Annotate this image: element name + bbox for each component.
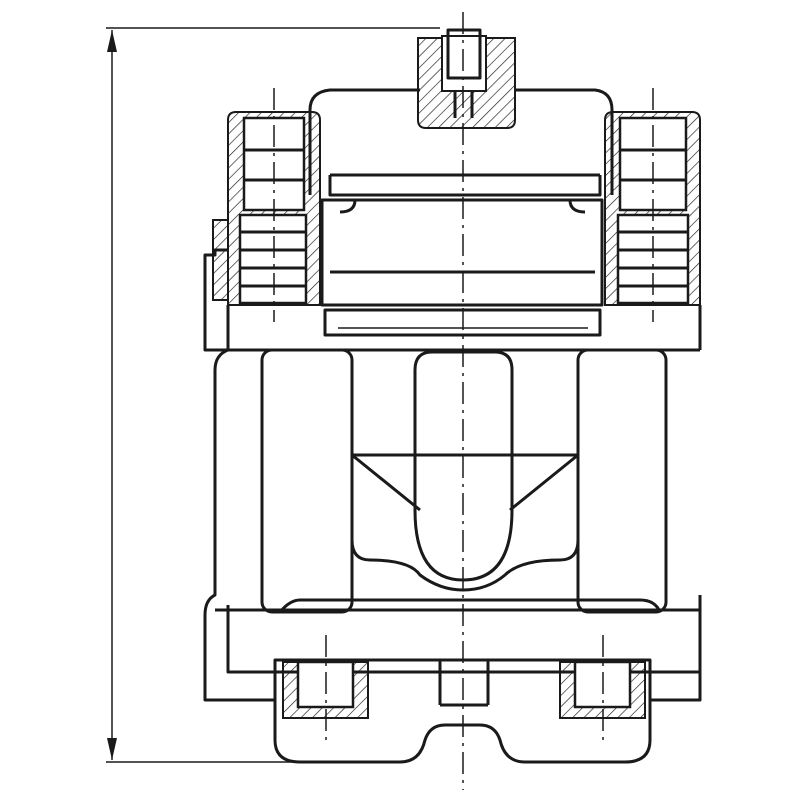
cylinder-housing (308, 88, 614, 337)
caliper-body (203, 248, 702, 702)
dimension-line (106, 27, 440, 763)
piston (350, 350, 580, 592)
lower-mount (273, 658, 652, 764)
left-guide-bolt (212, 111, 321, 306)
bleed-screw (417, 28, 516, 129)
centerlines (273, 12, 654, 790)
